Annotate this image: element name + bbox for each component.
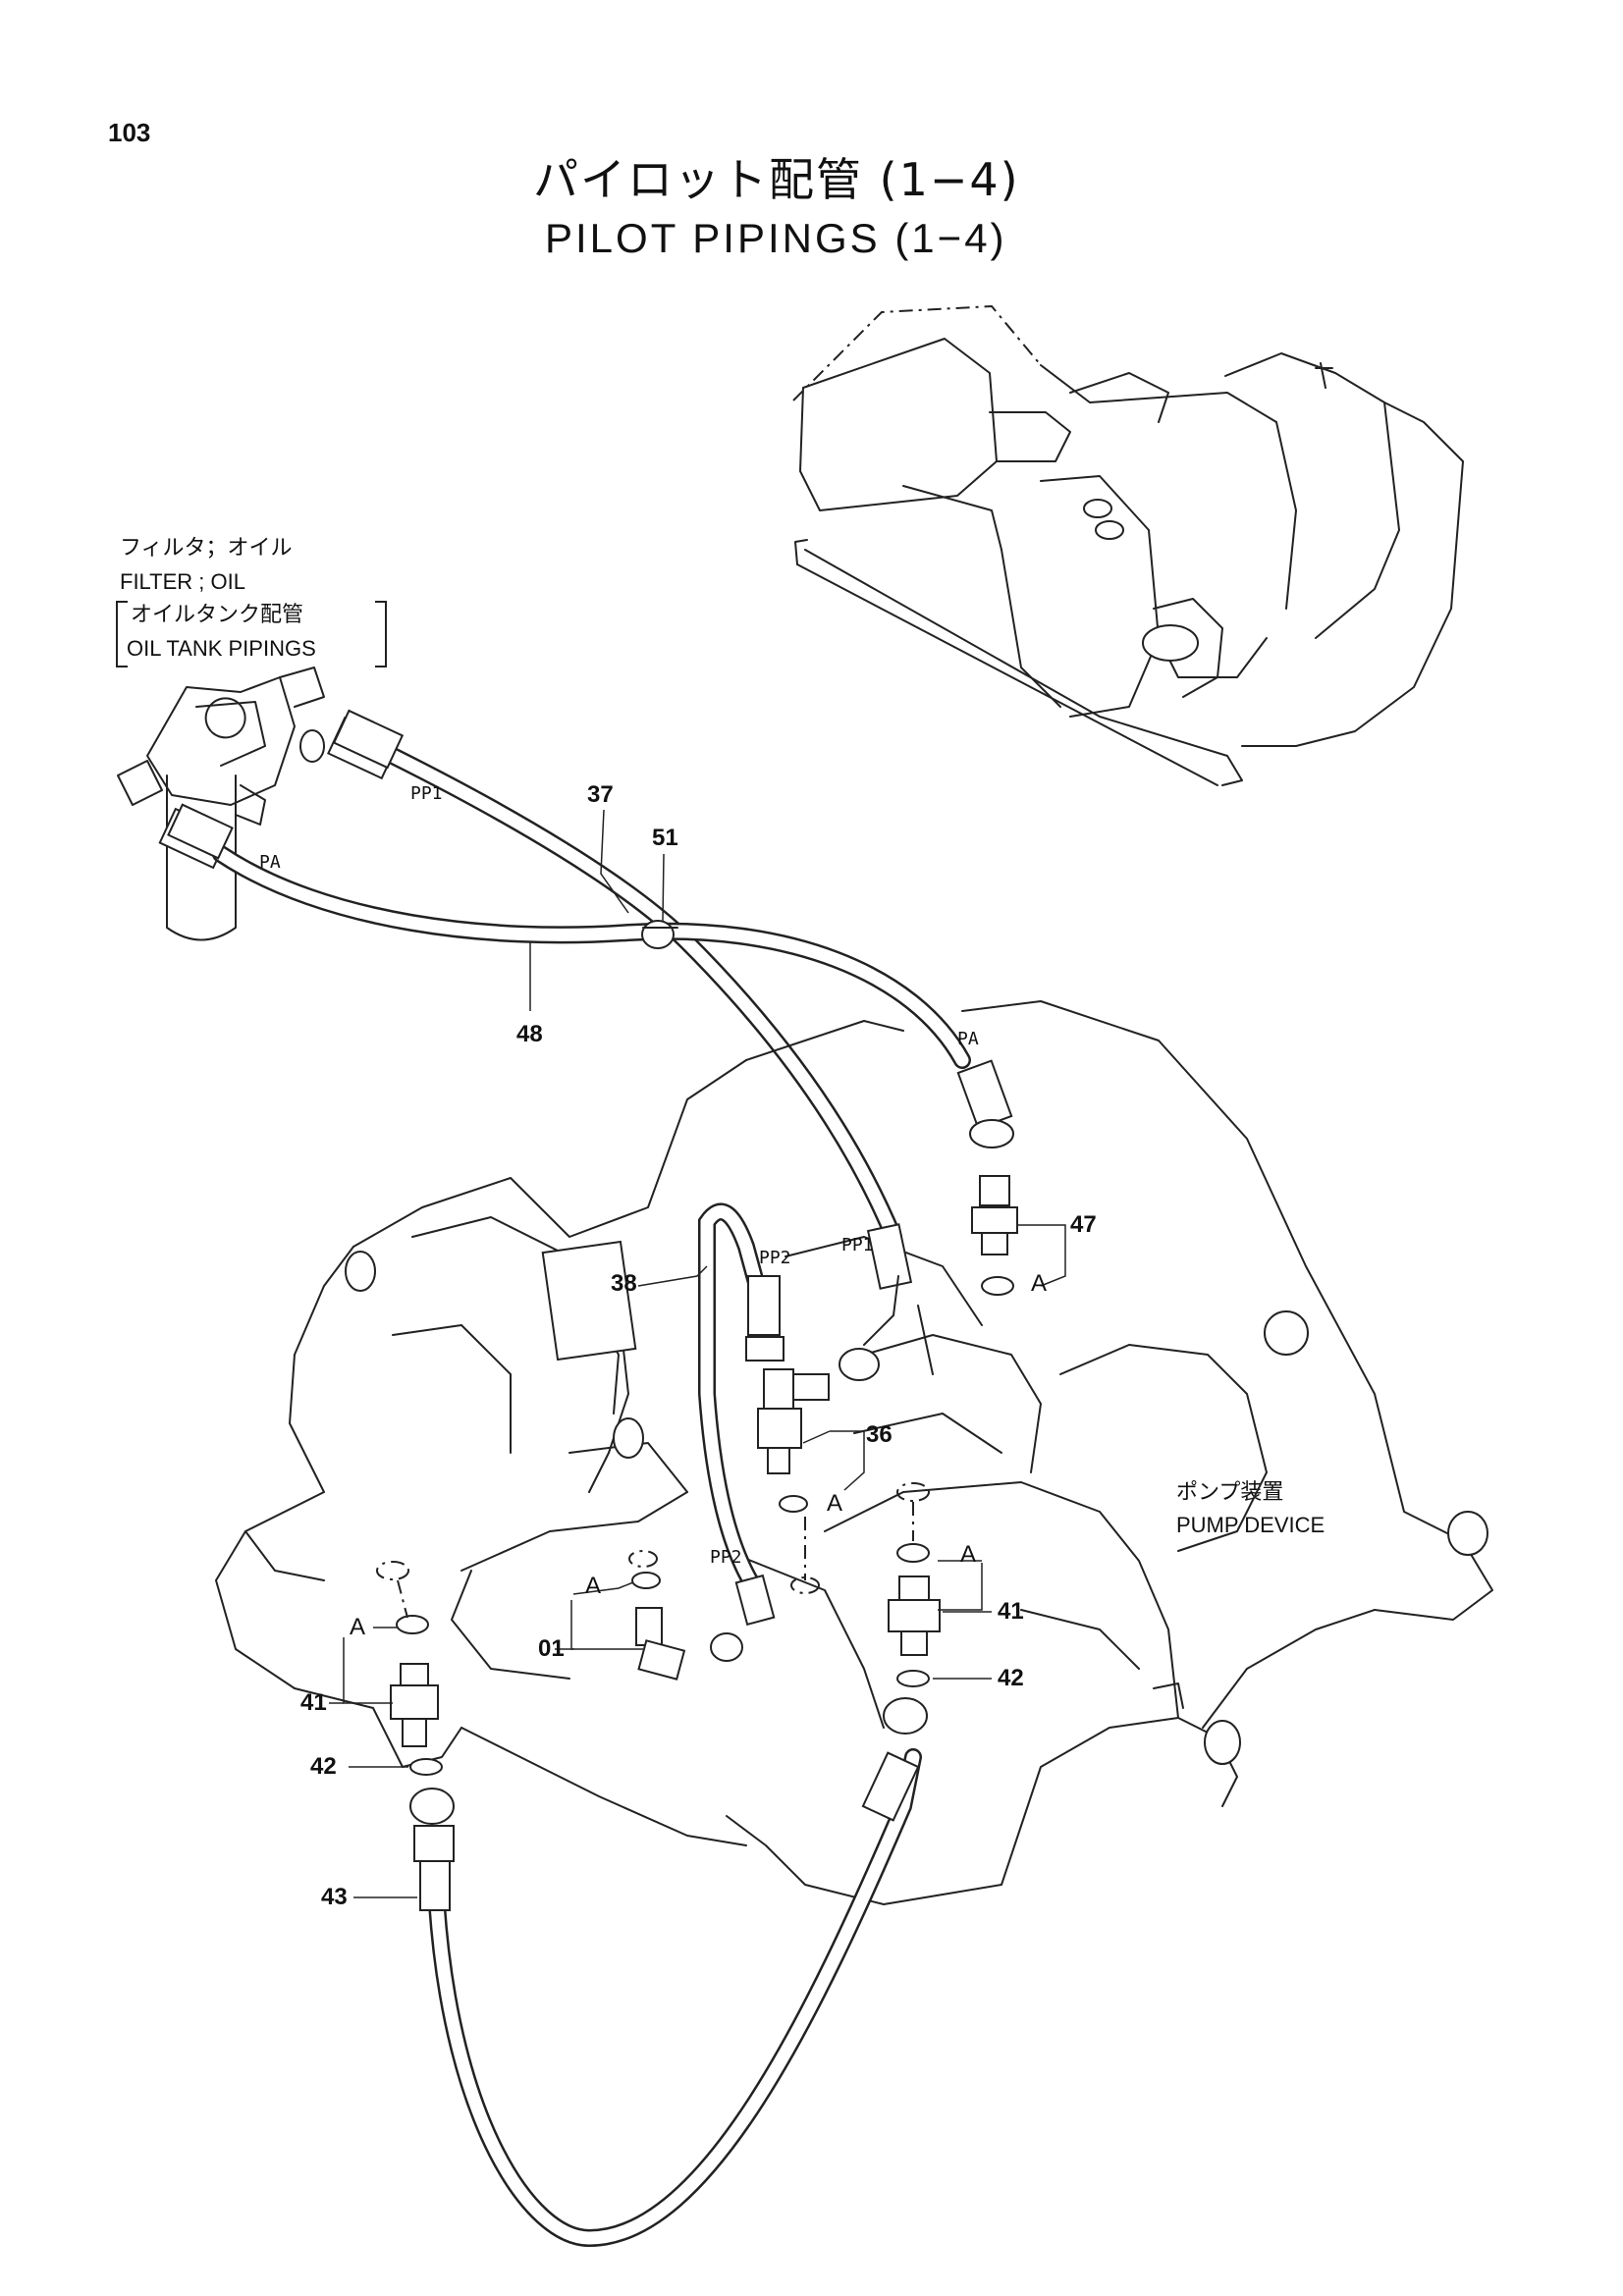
callout-41-right: 41 [998, 1598, 1024, 1625]
a-mark-47: A [1031, 1270, 1048, 1297]
machine-overview-illustration [792, 304, 1464, 786]
callout-42-right: 42 [998, 1665, 1024, 1691]
port-label-pa-filter: PA [259, 852, 281, 873]
port-label-pp1-filter: PP1 [410, 783, 443, 804]
port-label-pp1-pump: PP1 [841, 1235, 874, 1255]
a-mark-41-left: A [350, 1614, 366, 1640]
callout-37: 37 [587, 781, 614, 808]
oil-filter-illustration [117, 667, 400, 941]
callout-36: 36 [866, 1421, 893, 1448]
oil-tank-note-japanese: オイルタンク配管 [131, 603, 304, 627]
a-mark-36: A [827, 1490, 843, 1517]
callout-42-left: 42 [310, 1753, 337, 1780]
pump-note-english: PUMP DEVICE [1176, 1513, 1325, 1537]
leader-lines [329, 809, 1066, 1898]
port-label-pp2-upper: PP2 [759, 1248, 791, 1268]
a-mark-41-right: A [960, 1541, 977, 1568]
filter-note-japanese: フィルタ；オイル [120, 536, 293, 561]
note-bracket-left [116, 601, 128, 667]
pump-note-japanese: ポンプ装置 [1176, 1480, 1284, 1505]
oil-tank-note-english: OIL TANK PIPINGS [127, 636, 316, 661]
page-title-japanese: パイロット配管 (1−4) [533, 153, 1020, 206]
port-label-pa-pump: PA [957, 1029, 979, 1049]
fittings [167, 709, 1018, 1911]
callout-38: 38 [611, 1270, 637, 1297]
page-title-english: PILOT PIPINGS (1−4) [545, 215, 1007, 261]
callout-47: 47 [1070, 1211, 1097, 1238]
callout-41-left: 41 [300, 1689, 327, 1716]
page-number: 103 [108, 118, 151, 147]
filter-note-english: FILTER ; OIL [120, 569, 245, 594]
note-bracket-right [375, 601, 387, 667]
pump-device-illustration [215, 1000, 1493, 1905]
callout-51: 51 [652, 825, 678, 851]
callout-48: 48 [516, 1021, 543, 1047]
callout-43: 43 [321, 1884, 348, 1910]
callout-01: 01 [538, 1635, 565, 1662]
a-mark-01: A [585, 1573, 602, 1599]
port-label-pp2-lower: PP2 [710, 1547, 742, 1568]
